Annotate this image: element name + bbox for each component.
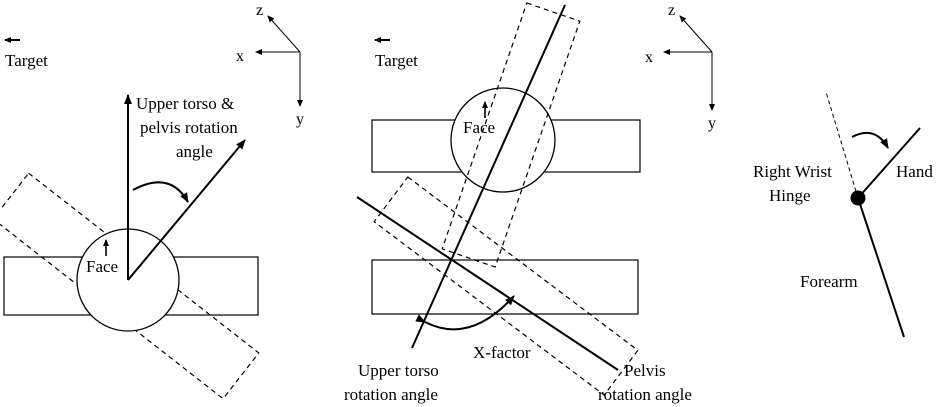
axis-x-label: x: [236, 48, 244, 65]
wrist-joint: [850, 190, 866, 206]
pelvis-line: [356, 196, 619, 371]
wrist-label-line1: Right Wrist: [753, 162, 832, 181]
head-circle: [450, 87, 556, 193]
x-factor-label: X-factor: [473, 343, 531, 362]
hand-label: Hand: [896, 162, 933, 181]
axis-z-label: z: [256, 2, 263, 19]
axis-z-label: z: [668, 2, 675, 19]
hand-line: [857, 127, 921, 199]
face-label: Face: [86, 257, 118, 276]
axis-triad: z x y: [236, 2, 304, 128]
angle-label-line2: pelvis rotation: [140, 118, 238, 137]
axis-x-label: x: [645, 49, 653, 66]
rotation-arrow-icon: [132, 181, 189, 203]
upper-torso-label-line2: rotation angle: [344, 385, 438, 404]
panel-1: Target z x y Face Upper torso & pelvis r…: [0, 2, 304, 400]
pelvis-label-line1: Pelvis: [624, 361, 666, 380]
face-label: Face: [463, 118, 495, 137]
target-label: Target: [5, 51, 48, 70]
x-factor-arc-icon: [415, 295, 515, 331]
panel-3: Right Wrist Hinge Hand Forearm: [753, 91, 933, 338]
wrist-hinge-arrow-icon: [851, 131, 889, 149]
angle-label-line1: Upper torso &: [136, 94, 234, 113]
panel-2: Target z x y Face X-factor Upper torso r…: [344, 2, 716, 404]
wrist-reference-line: [825, 91, 859, 199]
forearm-label: Forearm: [800, 272, 858, 291]
pelvis-label-line2: rotation angle: [598, 385, 692, 404]
angle-label-line3: angle: [176, 142, 213, 161]
target-label: Target: [375, 51, 418, 70]
axis-y-label: y: [296, 111, 304, 128]
upper-torso-line: [411, 4, 566, 349]
rotated-shoulder-bar: [441, 2, 581, 268]
upper-torso-label-line1: Upper torso: [358, 361, 439, 380]
axis-triad: z x y: [645, 2, 716, 132]
rotated-vector: [127, 139, 246, 281]
axis-y-label: y: [708, 115, 716, 132]
forearm-line: [857, 197, 905, 338]
wrist-label-line2: Hinge: [769, 186, 811, 205]
